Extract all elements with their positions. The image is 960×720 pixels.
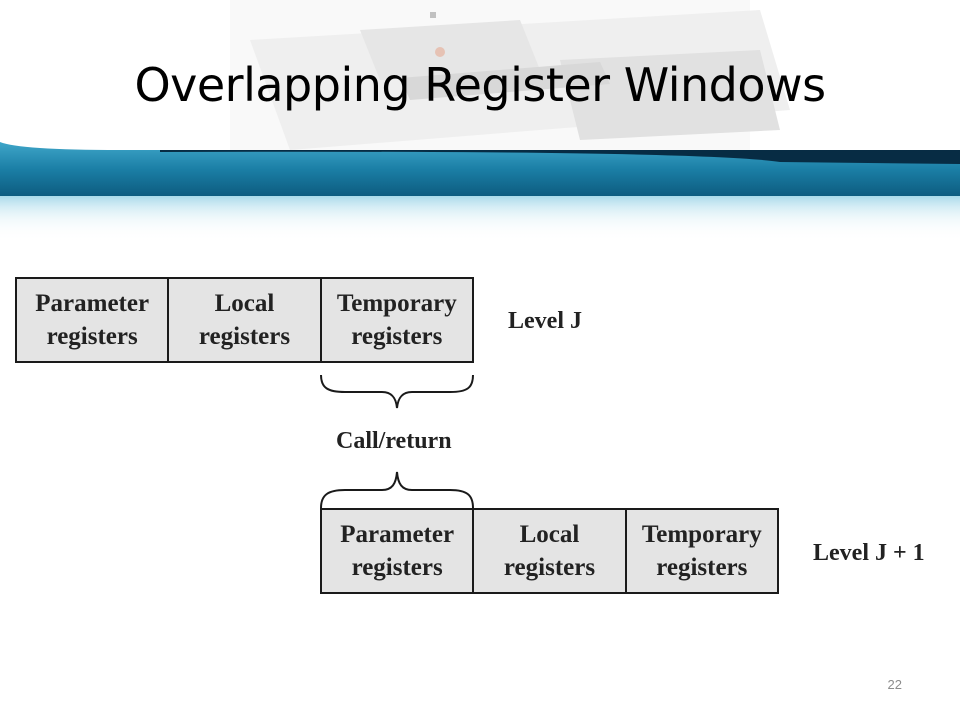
level-j1-register-window: Parameter registers Local registers Temp… [320, 508, 779, 594]
parameter-registers-cell: Parameter registers [35, 290, 150, 350]
level-j-label: Level J [508, 308, 582, 334]
brace-down-icon [320, 374, 474, 409]
chip-backdrop-image [230, 0, 790, 150]
header-banner [0, 0, 960, 250]
level-j-register-window: Parameter registers Local registers Temp… [15, 277, 474, 363]
parameter-registers-cell: Parameter registers [340, 521, 455, 581]
local-registers-cell: Local registers [472, 510, 624, 592]
slide-title: Overlapping Register Windows [134, 58, 826, 112]
temporary-registers-cell: Temporary registers [319, 279, 472, 361]
call-return-label: Call/return [336, 428, 452, 454]
brace-up-icon [320, 471, 474, 509]
page-number: 22 [887, 677, 902, 692]
temporary-registers-cell: Temporary registers [624, 510, 777, 592]
level-j1-label: Level J + 1 [813, 540, 925, 566]
local-registers-cell: Local registers [167, 279, 319, 361]
